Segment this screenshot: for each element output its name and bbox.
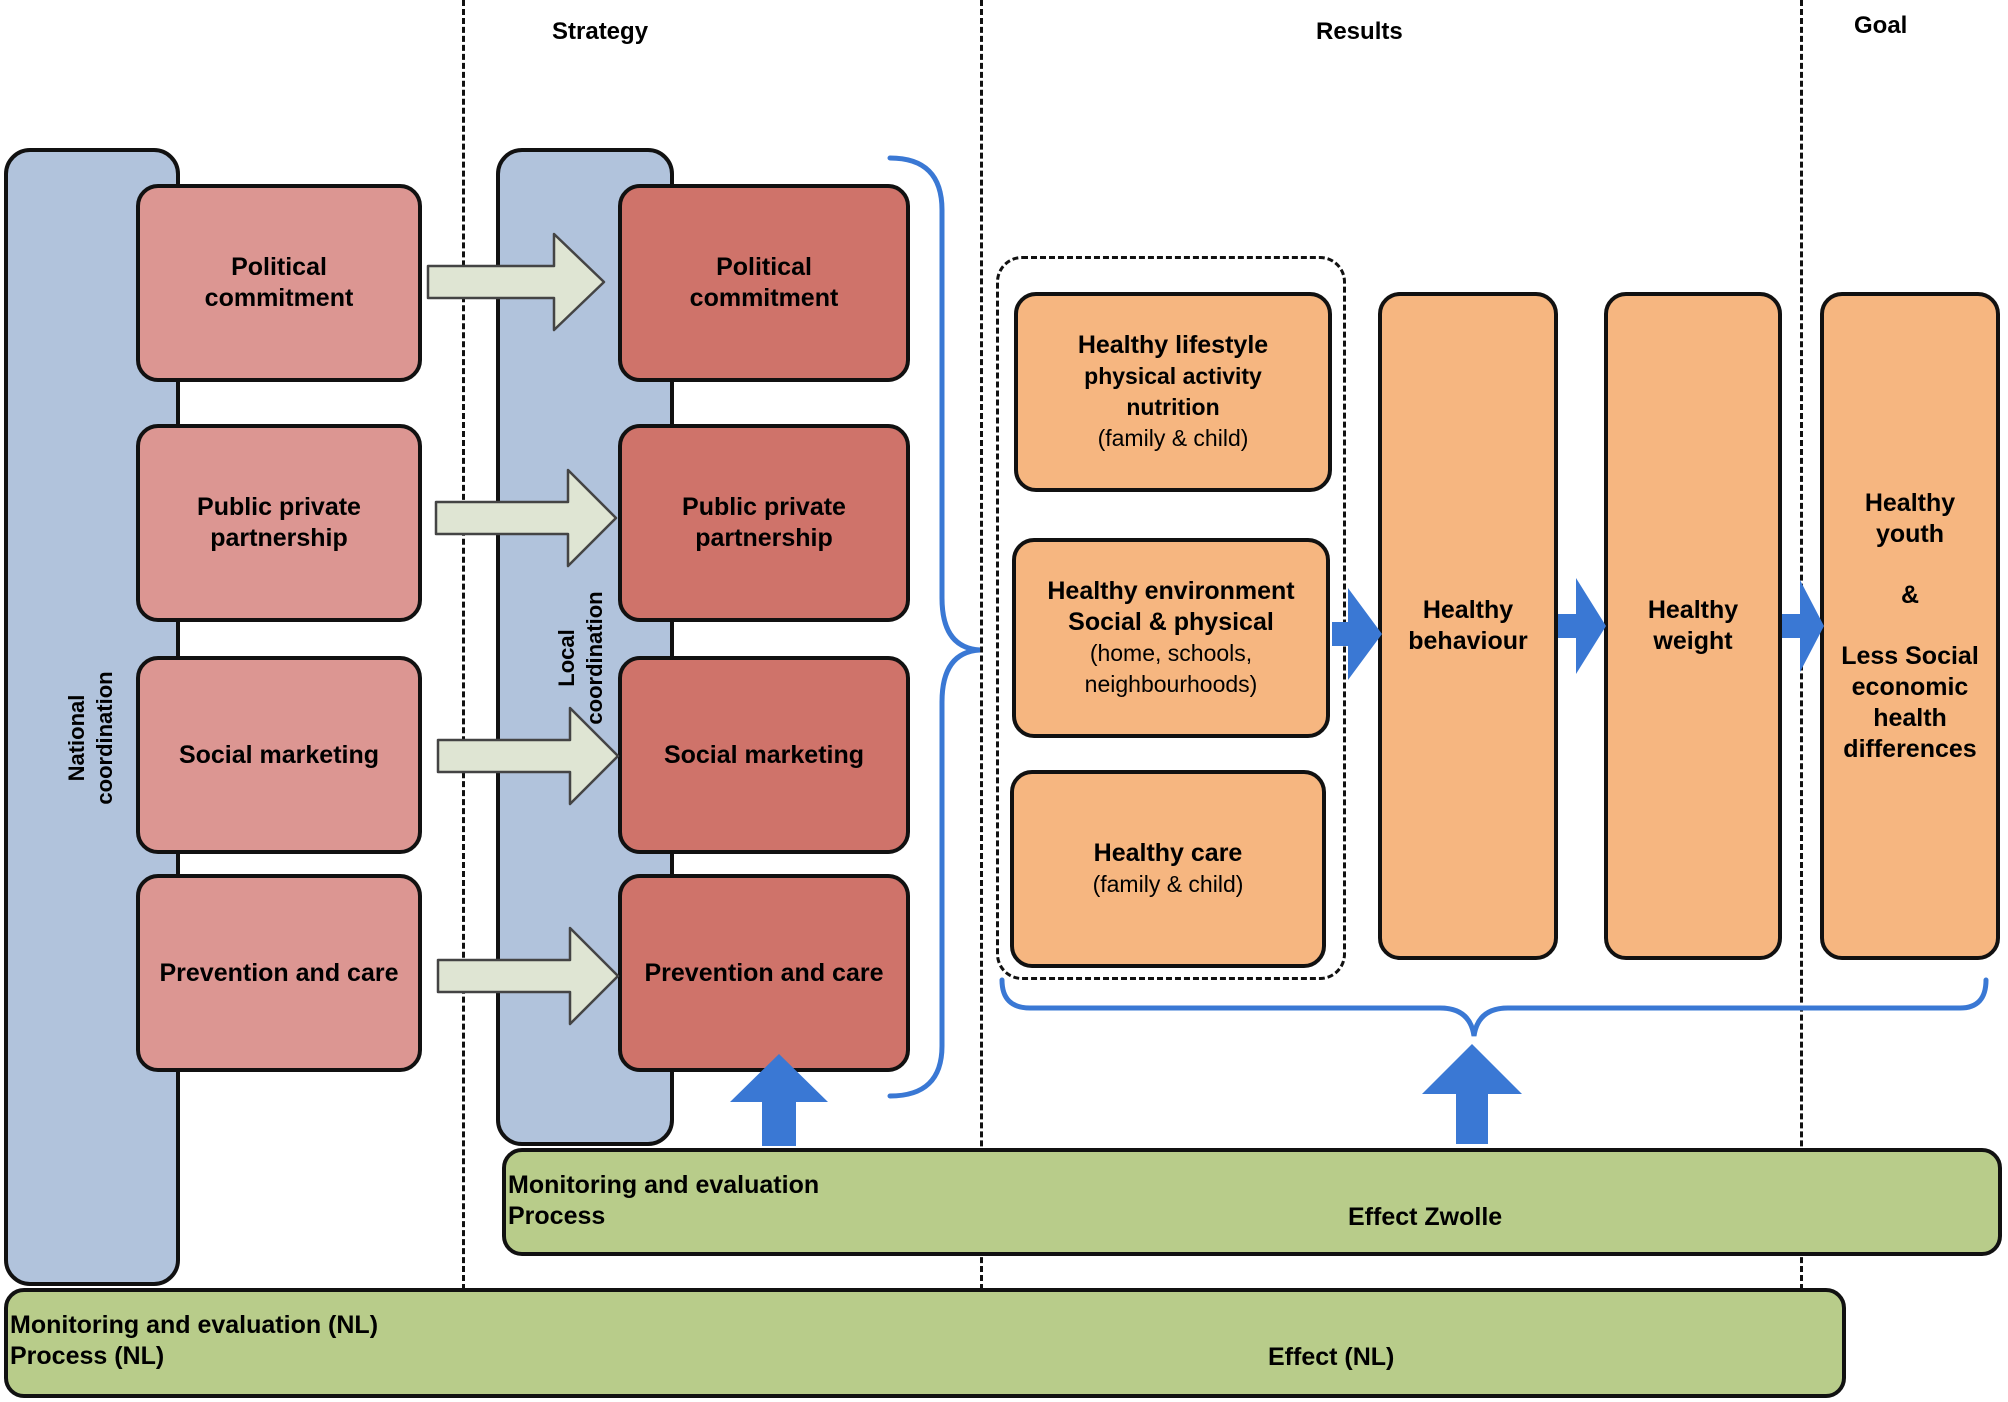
arrow-to-weight-icon bbox=[1558, 578, 1606, 674]
monitoring-local-bar bbox=[502, 1148, 2002, 1256]
arrow-partnership-icon bbox=[434, 468, 618, 568]
divider-national-local bbox=[462, 0, 465, 1290]
divider-strategy-results bbox=[980, 0, 983, 1290]
results-brace-icon bbox=[999, 977, 1989, 1037]
local-prevention-and-care: Prevention and care bbox=[618, 874, 910, 1072]
arrow-up-results-icon bbox=[1422, 1044, 1522, 1144]
arrow-prevention-icon bbox=[436, 926, 620, 1026]
arrow-to-behaviour-icon bbox=[1332, 588, 1382, 680]
header-goal: Goal bbox=[1854, 12, 1908, 39]
header-strategy: Strategy bbox=[552, 18, 649, 45]
local-social-marketing: Social marketing bbox=[618, 656, 910, 854]
healthy-environment-box: Healthy environment Social & physical (h… bbox=[1012, 538, 1330, 738]
header-results: Results bbox=[1316, 18, 1403, 45]
arrow-to-goal-icon bbox=[1782, 580, 1824, 672]
national-prevention-and-care: Prevention and care bbox=[136, 874, 422, 1072]
healthy-lifestyle-box: Healthy lifestyle physical activity nutr… bbox=[1014, 292, 1332, 492]
arrow-political-icon bbox=[426, 232, 606, 332]
arrow-up-local-icon bbox=[730, 1054, 828, 1146]
national-social-marketing: Social marketing bbox=[136, 656, 422, 854]
strategy-brace-icon bbox=[887, 155, 981, 1099]
results-determinants-group bbox=[996, 256, 1346, 980]
arrow-social-marketing-icon bbox=[436, 706, 620, 806]
healthy-care-box: Healthy care (family & child) bbox=[1010, 770, 1326, 968]
monitoring-national-label: Monitoring and evaluation (NL) Process (… bbox=[10, 1311, 379, 1370]
monitoring-local-label: Monitoring and evaluation Process bbox=[508, 1171, 820, 1230]
monitoring-national-bar bbox=[4, 1288, 1846, 1398]
monitoring-national-effect: Effect (NL) bbox=[1268, 1343, 1395, 1371]
monitoring-local-effect: Effect Zwolle bbox=[1348, 1203, 1503, 1231]
